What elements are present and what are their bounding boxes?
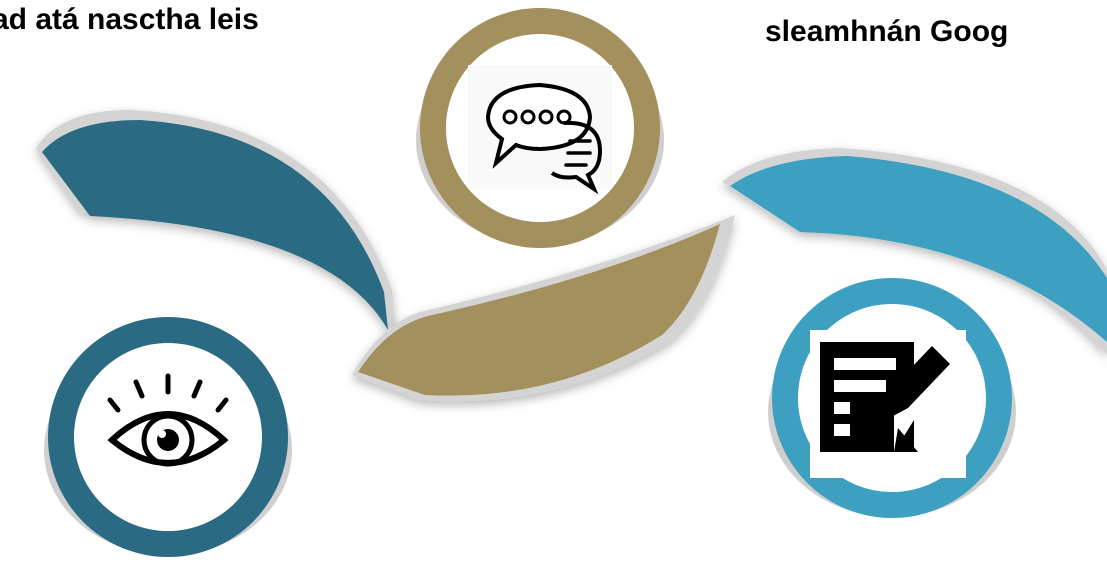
step-document xyxy=(768,278,1016,518)
speech-bubbles-icon xyxy=(468,65,612,195)
document-edit-icon xyxy=(810,330,966,478)
eye-icon xyxy=(100,373,236,483)
arc-band-teal xyxy=(36,110,396,336)
arc-band-sky xyxy=(722,148,1107,355)
caption-left: ad atá nasctha leis xyxy=(0,3,259,36)
step-speech xyxy=(416,8,664,248)
step-eye xyxy=(44,317,292,557)
caption-right: sleamhnán Goog xyxy=(765,15,1009,48)
arc-band-gold xyxy=(352,215,735,402)
